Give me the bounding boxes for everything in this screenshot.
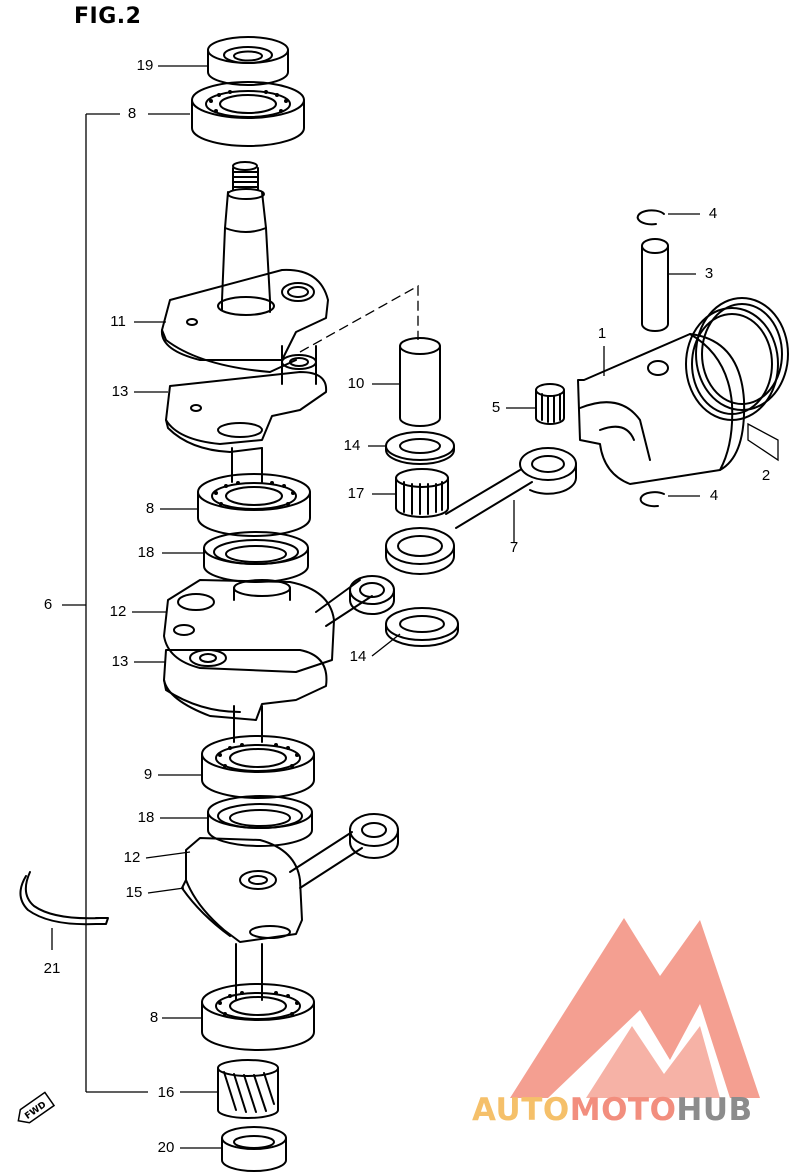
crank-web-11: [160, 268, 329, 373]
connecting-rod-middle: [315, 575, 395, 627]
callout-18-lower: 18: [137, 809, 155, 826]
piston-rings-2: [685, 297, 789, 421]
callout-14-upper: 14: [343, 437, 361, 454]
pin-clip-4-lower: [639, 491, 665, 508]
crankshaft-lower-journal: [235, 943, 263, 1001]
callout-12-middle: 12: [109, 603, 127, 620]
callout-20: 20: [157, 1139, 175, 1156]
connecting-rod-7: [385, 447, 577, 575]
callout-10: 10: [347, 375, 365, 392]
callout-17: 17: [347, 485, 365, 502]
crank-pin-10: [399, 337, 441, 427]
oil-seal-20: [221, 1126, 287, 1172]
callout-21: 21: [43, 960, 61, 977]
crank-web-15-lower: [181, 837, 303, 943]
leader-lines: [51, 65, 779, 1149]
crank-pin-upper: [281, 345, 317, 385]
ball-bearing-8-upper: [191, 81, 305, 147]
callout-8-lower: 8: [149, 1009, 159, 1026]
callout-13-upper: 13: [111, 383, 129, 400]
watermark-moto: MOTO: [569, 1092, 677, 1128]
callout-16: 16: [157, 1084, 175, 1101]
connecting-rod-lower: [289, 813, 399, 889]
automotohub-logo-icon: [510, 918, 760, 1098]
callout-3: 3: [704, 265, 714, 282]
callout-5: 5: [491, 399, 501, 416]
callout-14-lower: 14: [349, 648, 367, 665]
seal-ring-18-lower: [207, 795, 313, 847]
thrust-washer-14-upper: [385, 431, 455, 465]
callout-8-middle: 8: [145, 500, 155, 517]
callout-4-upper: 4: [708, 205, 718, 222]
piston-pin-3: [641, 238, 669, 332]
crank-web-13-upper: [165, 371, 328, 453]
watermark-auto: AUTO: [472, 1092, 570, 1128]
crank-web-13-lower: [163, 649, 328, 721]
seal-ring-18-upper: [203, 531, 309, 583]
callout-2: 2: [761, 467, 771, 484]
circlip-21: [19, 871, 109, 926]
crankshaft-mid-journal-1: [231, 447, 263, 483]
watermark-text: AUTOMOTOHUB: [472, 1092, 753, 1128]
drive-gear-16: [217, 1059, 279, 1119]
callout-18-upper: 18: [137, 544, 155, 561]
callout-1: 1: [597, 325, 607, 342]
ball-bearing-8-middle: [197, 473, 311, 537]
callout-4-lower: 4: [709, 487, 719, 504]
callout-12-lower: 12: [123, 849, 141, 866]
callout-15: 15: [125, 884, 143, 901]
watermark-hub: HUB: [676, 1092, 753, 1128]
roller-bearing-9: [201, 735, 315, 799]
callout-8-upper: 8: [127, 105, 137, 122]
needle-bearing-17: [395, 468, 449, 518]
callout-11: 11: [110, 313, 126, 330]
callout-13-lower: 13: [111, 653, 129, 670]
ball-bearing-8-lower: [201, 983, 315, 1051]
thrust-washer-14-lower: [385, 607, 459, 647]
callout-19: 19: [136, 57, 154, 74]
callout-7: 7: [509, 539, 519, 556]
oil-seal-19: [207, 36, 289, 86]
callout-9: 9: [143, 766, 153, 783]
crankshaft-upper-journal: [221, 161, 271, 301]
callout-6: 6: [43, 596, 53, 613]
figure-title: FIG.2: [74, 4, 142, 29]
piston-1: [577, 333, 746, 485]
fwd-arrow-icon: FWD: [17, 1091, 56, 1124]
needle-bearing-5: [535, 383, 565, 425]
pin-clip-4-upper: [636, 209, 665, 226]
